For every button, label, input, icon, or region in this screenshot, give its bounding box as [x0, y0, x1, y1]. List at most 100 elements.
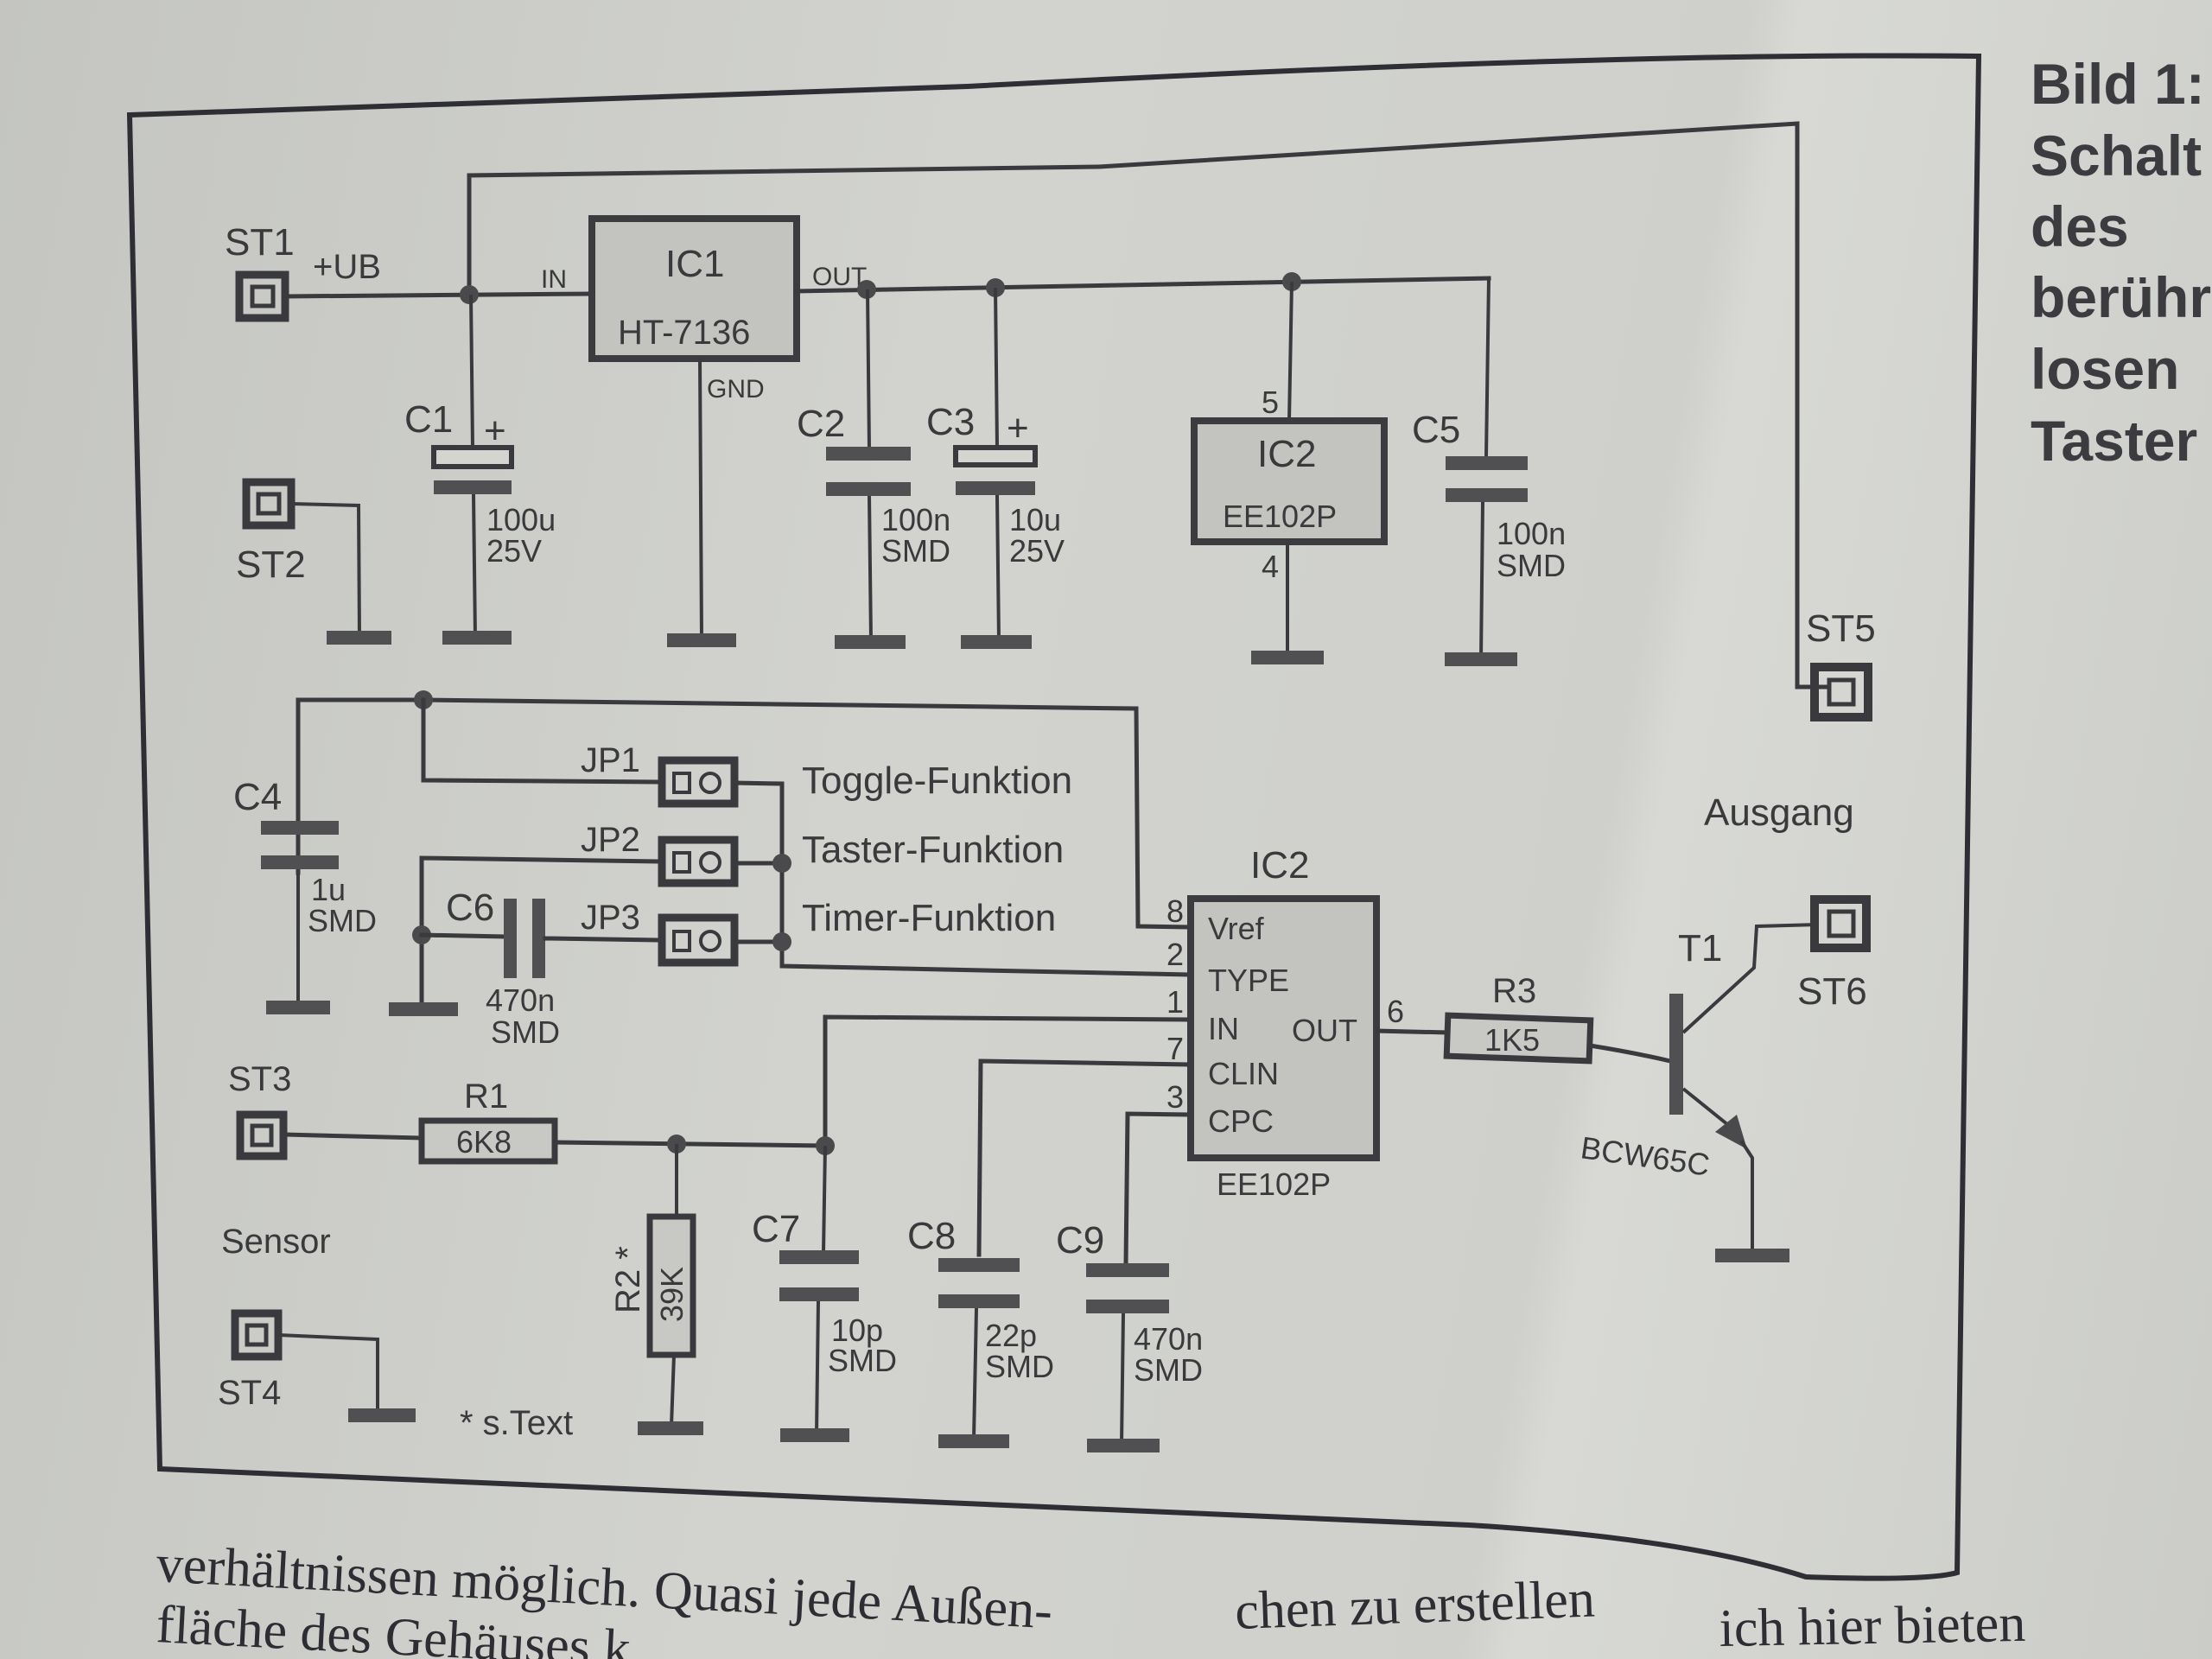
- wire-st1-ic1: [283, 291, 594, 299]
- c6-value: 470n: [486, 982, 555, 1018]
- c5-plate: [1446, 488, 1528, 502]
- wire-t1-collector: [1681, 923, 1820, 1034]
- r2-body: [646, 1213, 696, 1358]
- jp3-label: JP3: [581, 899, 640, 937]
- ic2-main-box: [1187, 895, 1380, 1161]
- ic2-pin-label: Vref: [1208, 911, 1265, 946]
- ic2-top-pin5: 5: [1262, 385, 1279, 420]
- ic2-pin-num: 7: [1166, 1031, 1184, 1066]
- jp1-label: JP1: [581, 741, 640, 779]
- sensor-label: Sensor: [221, 1223, 331, 1261]
- footnote: * s.Text: [460, 1404, 573, 1442]
- ic2-out-label: OUT: [1292, 1013, 1357, 1048]
- r1-value: 6K8: [456, 1124, 512, 1160]
- ic2-top-part: EE102P: [1223, 499, 1337, 534]
- r3-value: 1K5: [1484, 1022, 1540, 1058]
- ub-label: +UB: [313, 248, 381, 286]
- wire-ic1-gnd: [698, 358, 703, 640]
- wire-r1-node: [552, 1140, 828, 1148]
- ground-symbol: [348, 1408, 416, 1422]
- wire-c7-gnd: [815, 1300, 820, 1435]
- junction: [772, 854, 791, 873]
- c7-plate: [779, 1287, 859, 1301]
- c1-value: 100u: [486, 502, 556, 537]
- connector-st2[interactable]: [242, 478, 296, 530]
- connector-st1[interactable]: [235, 270, 289, 322]
- st4-label: ST4: [218, 1374, 281, 1412]
- wire-ic2-clin: [976, 1058, 1191, 1257]
- c6-plate: [532, 899, 545, 978]
- jp1-function: Toggle-Funktion: [802, 760, 1072, 802]
- ic2-main-part: EE102P: [1217, 1166, 1331, 1202]
- c4-value: 1u: [311, 872, 346, 907]
- c5-name: C5: [1412, 409, 1460, 451]
- ic2-main-name: IC2: [1250, 844, 1309, 887]
- ground-symbol: [1251, 651, 1324, 664]
- ground-symbol: [1445, 652, 1517, 666]
- connector-st3[interactable]: [236, 1110, 288, 1160]
- ground-symbol: [389, 1002, 458, 1016]
- diagram-frame: [126, 53, 1982, 1581]
- wire-c2: [866, 289, 871, 450]
- c1-name: C1: [404, 398, 453, 441]
- ic1-pin-in: IN: [541, 265, 567, 294]
- r3-body: [1443, 1012, 1594, 1065]
- wire-st3-r1: [281, 1132, 424, 1141]
- ground-symbol: [1087, 1439, 1160, 1452]
- body-text-line: chen zu erstellen: [1234, 1569, 1596, 1640]
- wire-c1: [469, 294, 474, 448]
- wire-ic2-in: [823, 1014, 1191, 1145]
- c3-value: 10u: [1009, 502, 1061, 537]
- c6-plate: [504, 899, 517, 978]
- wire-c5: [1484, 277, 1491, 457]
- wire-t1-gnd: [1739, 1139, 1754, 1253]
- connector-st5[interactable]: [1810, 663, 1872, 721]
- st6-label: ST6: [1797, 970, 1867, 1013]
- wire-c6-jp3: [543, 936, 664, 943]
- ic2-pin-num: 1: [1166, 984, 1184, 1020]
- wire-c5-gnd: [1479, 501, 1484, 659]
- c8-plate: [938, 1294, 1020, 1308]
- connector-st4[interactable]: [231, 1309, 283, 1361]
- wire-vref: [296, 697, 1191, 930]
- st5-label: ST5: [1806, 607, 1876, 650]
- c3-name: C3: [926, 401, 975, 443]
- ground-symbol: [961, 635, 1032, 649]
- ic2-pin-label: CLIN: [1208, 1056, 1279, 1091]
- wire-c6-left: [419, 932, 506, 939]
- c2-name: C2: [797, 403, 845, 445]
- c7-name: C7: [752, 1208, 800, 1250]
- wire-c8-gnd: [972, 1307, 978, 1440]
- jumper-jp1[interactable]: [658, 756, 739, 808]
- connector-st6[interactable]: [1810, 895, 1871, 952]
- t1-name: T1: [1678, 927, 1722, 969]
- junction: [857, 280, 876, 299]
- ic2-out-num: 6: [1387, 994, 1404, 1029]
- c7-value: 10p: [831, 1313, 883, 1348]
- jp2-label: JP2: [581, 821, 640, 859]
- wire-c2-gnd: [868, 495, 873, 642]
- caption-line: Schalt: [2031, 124, 2202, 188]
- ausgang-label: Ausgang: [1704, 791, 1854, 834]
- c2-plate: [826, 482, 911, 496]
- body-text-line: ich hier bieten: [1719, 1594, 2026, 1658]
- wire-jumper-bus-type: [732, 780, 1191, 977]
- st1-label: ST1: [225, 221, 295, 264]
- ground-symbol: [1715, 1249, 1789, 1262]
- jumper-jp2[interactable]: [658, 836, 739, 887]
- wire-jp2-in: [419, 855, 664, 1009]
- wire-c1-gnd: [472, 493, 477, 639]
- wire-vout-rail: [794, 276, 1491, 294]
- c2-value: 100n: [881, 502, 950, 537]
- st3-label: ST3: [228, 1060, 291, 1098]
- c9-plate: [1086, 1300, 1169, 1313]
- jp2-function: Taster-Funktion: [802, 829, 1064, 871]
- wire-c3-gnd: [995, 494, 1001, 642]
- wire-ic2-pin5: [1287, 281, 1294, 422]
- junction: [772, 932, 791, 951]
- r3-name: R3: [1492, 972, 1536, 1010]
- jumper-jp3[interactable]: [658, 913, 739, 967]
- ground-symbol: [667, 633, 736, 647]
- c8-plate: [938, 1258, 1020, 1272]
- r2-name: R2 *: [609, 1246, 647, 1313]
